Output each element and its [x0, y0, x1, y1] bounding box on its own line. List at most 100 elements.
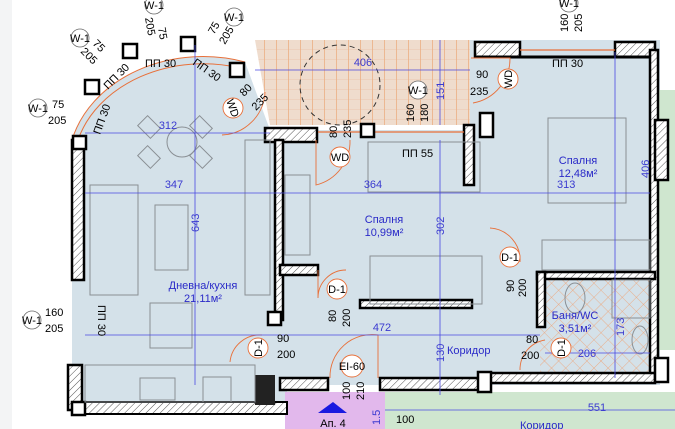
svg-text:80: 80	[327, 310, 339, 322]
balcony-area	[255, 40, 470, 125]
svg-text:90: 90	[476, 69, 488, 81]
svg-text:75: 75	[155, 26, 169, 40]
svg-text:ПП 30: ПП 30	[552, 58, 583, 70]
svg-text:W-1: W-1	[70, 33, 90, 45]
window-tag-balcony: W-1	[408, 80, 428, 100]
svg-text:205: 205	[573, 14, 585, 32]
svg-text:90: 90	[505, 280, 517, 292]
common-corridor-area	[385, 392, 675, 429]
wardrobe	[284, 174, 311, 256]
room-labels: Дневна/кухня 21,11м² Спалня 10,99м² Спал…	[169, 155, 599, 429]
turning-circle	[299, 44, 381, 126]
svg-text:206: 206	[578, 348, 596, 360]
svg-text:210: 210	[355, 382, 367, 400]
svg-text:200: 200	[517, 279, 529, 297]
curved-window-sill	[71, 56, 246, 141]
svg-text:12,48м²: 12,48м²	[559, 168, 598, 180]
svg-text:173: 173	[615, 318, 627, 336]
window-tag-nw: W-1	[70, 28, 90, 48]
kitchen-counter	[84, 364, 256, 403]
svg-text:80: 80	[526, 334, 538, 346]
svg-text:Ап. 4: Ап. 4	[320, 418, 346, 429]
svg-text:235: 235	[342, 120, 354, 138]
svg-text:313: 313	[557, 179, 575, 191]
double-bed	[547, 117, 627, 204]
coffee-table	[154, 204, 189, 271]
tv-unit	[244, 139, 271, 296]
svg-text:W-1: W-1	[224, 12, 244, 24]
sofa	[89, 184, 139, 296]
svg-text:EI-60: EI-60	[339, 361, 365, 373]
svg-text:W-1: W-1	[408, 85, 428, 97]
svg-text:WD: WD	[223, 98, 241, 119]
north-wall-left	[473, 40, 522, 59]
svg-text:180: 180	[419, 104, 431, 122]
svg-text:406: 406	[640, 160, 652, 178]
svg-text:Спалня: Спалня	[365, 214, 404, 226]
bedroom-east-wall	[462, 123, 476, 187]
svg-text:D-1: D-1	[328, 284, 346, 296]
svg-text:Коридор: Коридор	[447, 345, 490, 357]
wardrobe-large	[541, 239, 651, 271]
svg-text:200: 200	[277, 349, 295, 361]
svg-text:130: 130	[435, 344, 447, 362]
svg-text:100: 100	[341, 382, 353, 400]
svg-text:364: 364	[364, 179, 382, 191]
svg-text:ПП 30: ПП 30	[145, 58, 176, 70]
window-dimensions: 75 205 75 205 75 205 75 205 160 205 160 …	[45, 14, 585, 335]
margin-strip	[0, 0, 12, 429]
entry-arrow-icon	[318, 402, 347, 413]
svg-text:21,11м²: 21,11м²	[184, 293, 222, 305]
bed-top	[367, 141, 481, 193]
bath-north-wall	[535, 270, 657, 281]
window-tag-sw: W-1	[22, 310, 42, 330]
svg-text:151: 151	[435, 82, 447, 100]
svg-text:347: 347	[165, 179, 183, 191]
svg-text:235: 235	[470, 86, 488, 98]
svg-text:Коридор: Коридор	[520, 420, 563, 429]
svg-text:D-1: D-1	[501, 252, 519, 264]
svg-text:551: 551	[588, 402, 606, 414]
svg-text:205: 205	[45, 323, 63, 335]
bathroom-area	[540, 275, 655, 375]
svg-text:100: 100	[396, 414, 414, 426]
west-wall	[70, 138, 86, 282]
svg-text:10,99м²: 10,99м²	[365, 227, 404, 239]
bath-west-wall	[535, 270, 547, 329]
svg-text:200: 200	[341, 309, 353, 327]
svg-text:312: 312	[159, 120, 177, 132]
dimension-lines	[85, 40, 675, 411]
armchair	[149, 302, 193, 349]
window-tag-w: W-1	[28, 98, 48, 118]
door-tags: WD WD WD D-1 D-1 D-1 D-1 EI-60	[222, 68, 572, 378]
window-tags: W-1 W-1 W-1 W-1 W-1 W-1 W-1	[22, 0, 579, 330]
svg-text:D-1: D-1	[556, 339, 568, 357]
living-room-area	[72, 56, 280, 385]
window-tag-top: W-1	[144, 0, 164, 15]
corridor-south-wall-left	[278, 376, 330, 392]
svg-text:160: 160	[45, 307, 63, 319]
svg-text:1.5: 1.5	[371, 410, 383, 425]
window-tag-north: W-1	[559, 0, 579, 13]
shaft	[255, 375, 275, 405]
svg-text:D-1: D-1	[253, 339, 265, 357]
balcony-wall-left	[263, 126, 319, 144]
corridor-south-wall-right	[488, 371, 657, 385]
svg-text:Спалня: Спалня	[559, 155, 598, 167]
svg-text:472: 472	[373, 322, 391, 334]
bedroom-west-wall	[273, 138, 285, 322]
svg-text:ПП 55: ПП 55	[402, 148, 433, 160]
svg-text:ПП 30: ПП 30	[95, 305, 107, 336]
svg-text:90: 90	[277, 333, 289, 345]
furniture	[84, 114, 651, 403]
svg-text:3,51м²: 3,51м²	[559, 323, 592, 335]
svg-text:W-1: W-1	[144, 0, 164, 12]
svg-text:WD: WD	[503, 70, 515, 88]
shower	[611, 279, 651, 319]
svg-text:643: 643	[190, 214, 202, 232]
svg-text:160: 160	[559, 14, 571, 32]
svg-text:406: 406	[354, 57, 372, 69]
svg-text:80: 80	[328, 126, 340, 138]
svg-text:200: 200	[521, 350, 539, 362]
window-tag-ne: W-1	[224, 7, 244, 27]
